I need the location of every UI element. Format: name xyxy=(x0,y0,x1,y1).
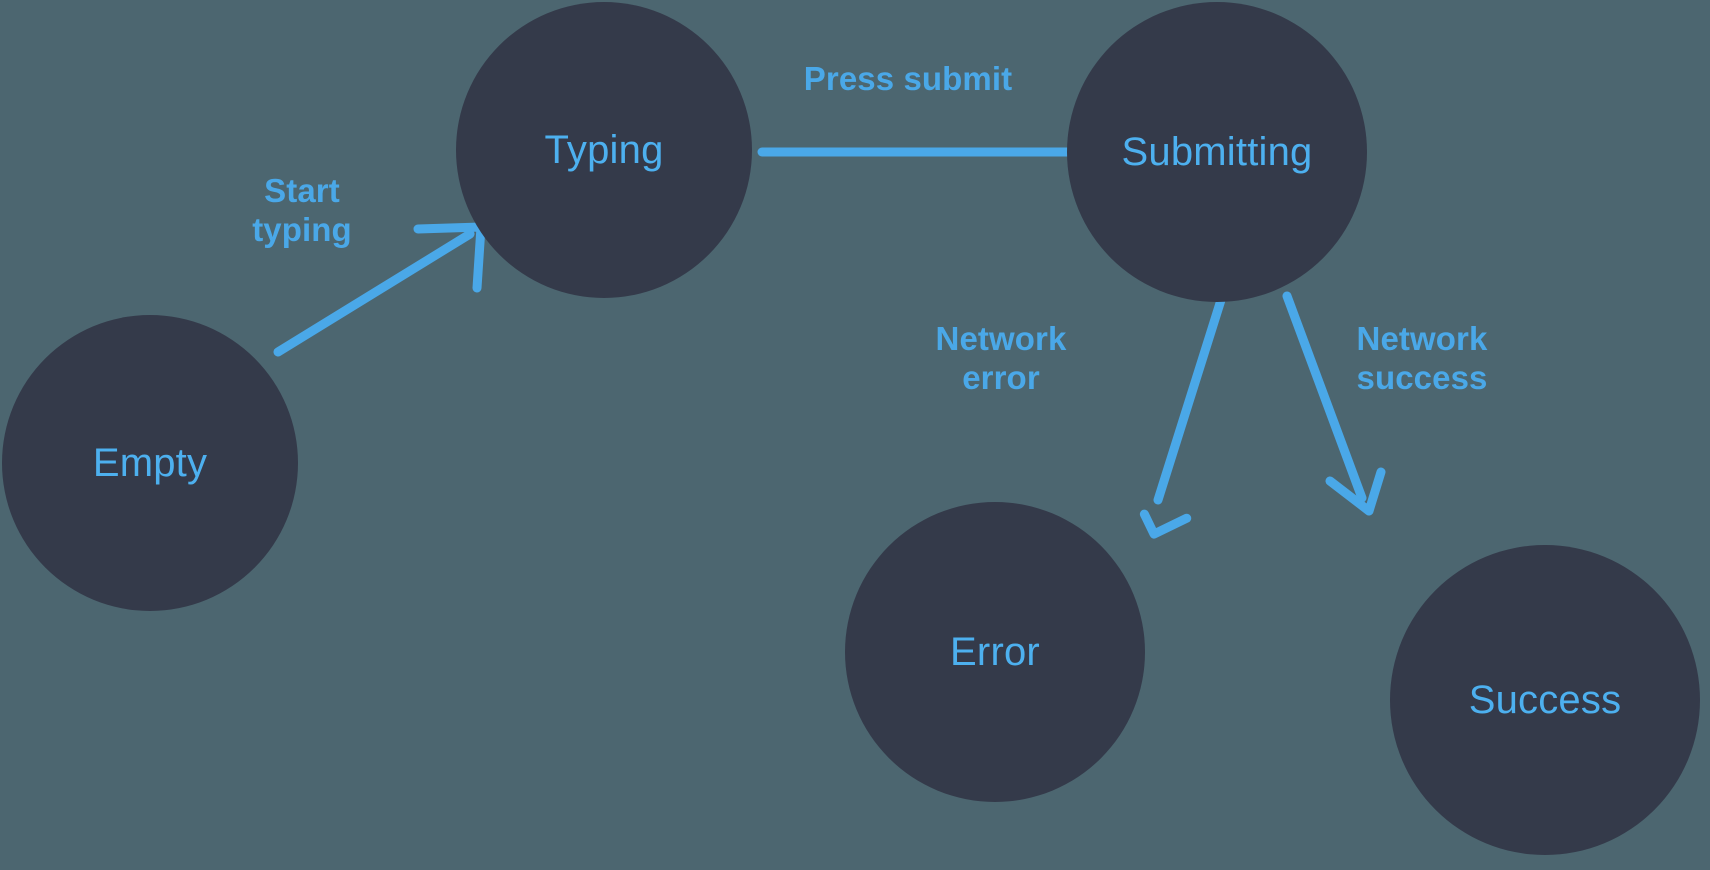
state-node-submitting-label: Submitting xyxy=(1121,130,1313,174)
edge-label-network-success: Network success xyxy=(1356,320,1488,396)
state-node-empty-label: Empty xyxy=(92,441,208,485)
edge-network-success xyxy=(1282,291,1386,516)
edge-network-success-arrowhead xyxy=(1325,467,1386,516)
edge-start-typing-line xyxy=(273,229,475,357)
edge-network-error-arrowhead xyxy=(1139,509,1192,539)
edge-network-success-line xyxy=(1282,291,1367,503)
state-node-submitting[interactable]: Submitting xyxy=(1067,2,1367,302)
state-node-error-label: Error xyxy=(950,630,1040,674)
edge-label-start-typing: Start typing xyxy=(252,172,352,248)
state-node-error[interactable]: Error xyxy=(845,502,1145,802)
edge-label-network-error: Network error xyxy=(935,320,1067,396)
edge-network-error xyxy=(1139,295,1226,539)
edge-network-error-line xyxy=(1153,295,1226,505)
state-node-success-label: Success xyxy=(1468,678,1622,722)
state-node-typing[interactable]: Typing xyxy=(456,2,752,298)
state-node-empty[interactable]: Empty xyxy=(2,315,298,611)
edge-label-press-submit: Press submit xyxy=(803,60,1013,97)
state-node-typing-label: Typing xyxy=(544,128,664,172)
state-node-success[interactable]: Success xyxy=(1390,545,1700,855)
